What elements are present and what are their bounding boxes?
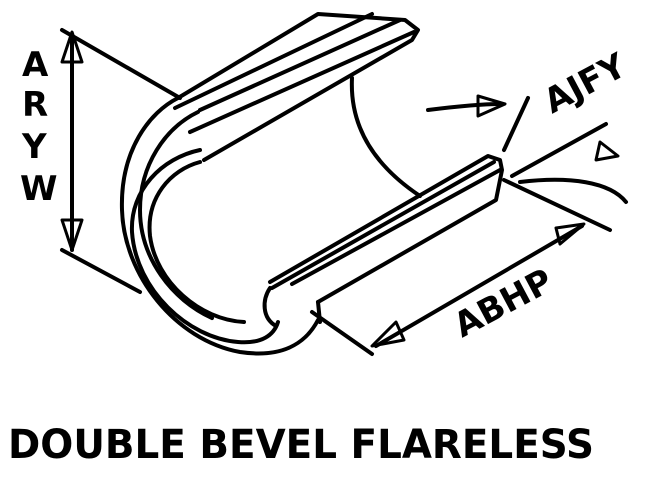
- label-aryw-letter-4: W: [20, 169, 58, 209]
- diagram-caption: DOUBLE BEVEL FLARELESS: [8, 422, 594, 468]
- dimension-abhp: [310, 178, 612, 356]
- label-ajfy: AJFY: [537, 46, 633, 122]
- sleeve-top-rail: [173, 12, 420, 162]
- label-aryw-letter-2: R: [22, 85, 48, 125]
- label-aryw-letter-1: A: [22, 45, 49, 85]
- label-aryw: A R Y W: [20, 45, 58, 209]
- sleeve-bottom-rail: [268, 154, 504, 304]
- sleeve-inner-arc: [349, 76, 422, 198]
- label-aryw-letter-3: Y: [21, 127, 47, 167]
- dimension-ajfy: [426, 94, 628, 204]
- dimension-aryw: [60, 28, 182, 294]
- sleeve-front-bevel: [119, 96, 322, 356]
